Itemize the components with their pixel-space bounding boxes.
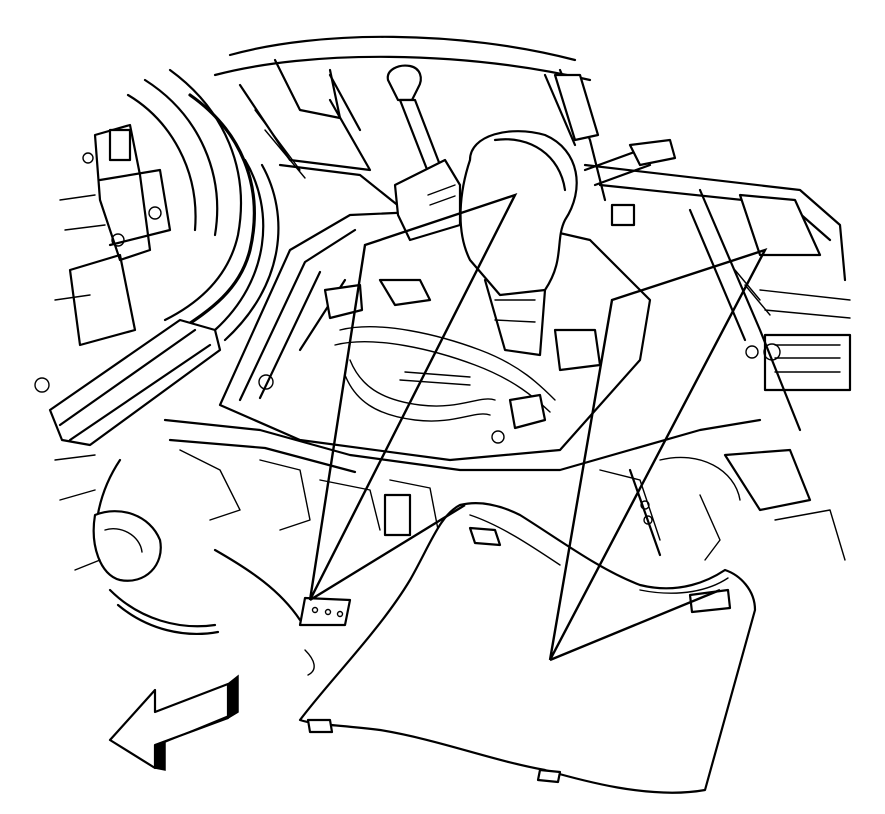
callout-left-fasteners [308,192,518,602]
steering-column-icon [459,130,677,357]
shift-lever-icon [386,64,462,242]
vehicle-interior-cutaway [34,35,852,676]
trim-panel-icon [298,501,757,794]
arrow-front-icon [108,674,239,771]
callout-right-fasteners [548,247,768,662]
